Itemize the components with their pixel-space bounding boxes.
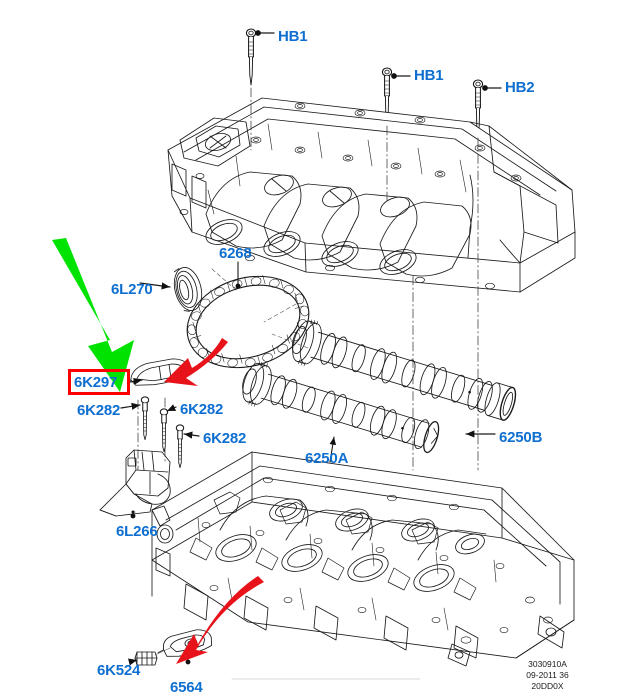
label-6250a[interactable]: 6250A bbox=[305, 450, 349, 467]
drawing-date: 09-2011 36 bbox=[526, 670, 569, 680]
label-6k297[interactable]: 6K297 bbox=[74, 374, 118, 391]
label-6564[interactable]: 6564 bbox=[170, 679, 203, 696]
red-assembly-arrows bbox=[164, 338, 264, 664]
green-highlight-arrow bbox=[52, 238, 134, 392]
label-hb1-top[interactable]: HB1 bbox=[278, 28, 308, 45]
label-6l270[interactable]: 6L270 bbox=[111, 281, 153, 298]
label-6250b[interactable]: 6250B bbox=[499, 429, 543, 446]
label-hb1-mid[interactable]: HB1 bbox=[414, 67, 444, 84]
label-6k282-c[interactable]: 6K282 bbox=[203, 430, 247, 447]
label-6k282-b[interactable]: 6K282 bbox=[180, 401, 224, 418]
label-hb2[interactable]: HB2 bbox=[505, 79, 535, 96]
drawing-reference-block: 3030910A 09-2011 36 20DD0X bbox=[500, 659, 595, 692]
drawing-revision: 20DD0X bbox=[531, 681, 564, 691]
label-6l266[interactable]: 6L266 bbox=[116, 523, 158, 540]
label-6k282-a[interactable]: 6K282 bbox=[77, 402, 121, 419]
drawing-number: 3030910A bbox=[528, 659, 567, 669]
highlight-box-6k297 bbox=[68, 369, 130, 395]
label-6268[interactable]: 6268 bbox=[219, 245, 252, 262]
label-6k524[interactable]: 6K524 bbox=[97, 662, 141, 679]
